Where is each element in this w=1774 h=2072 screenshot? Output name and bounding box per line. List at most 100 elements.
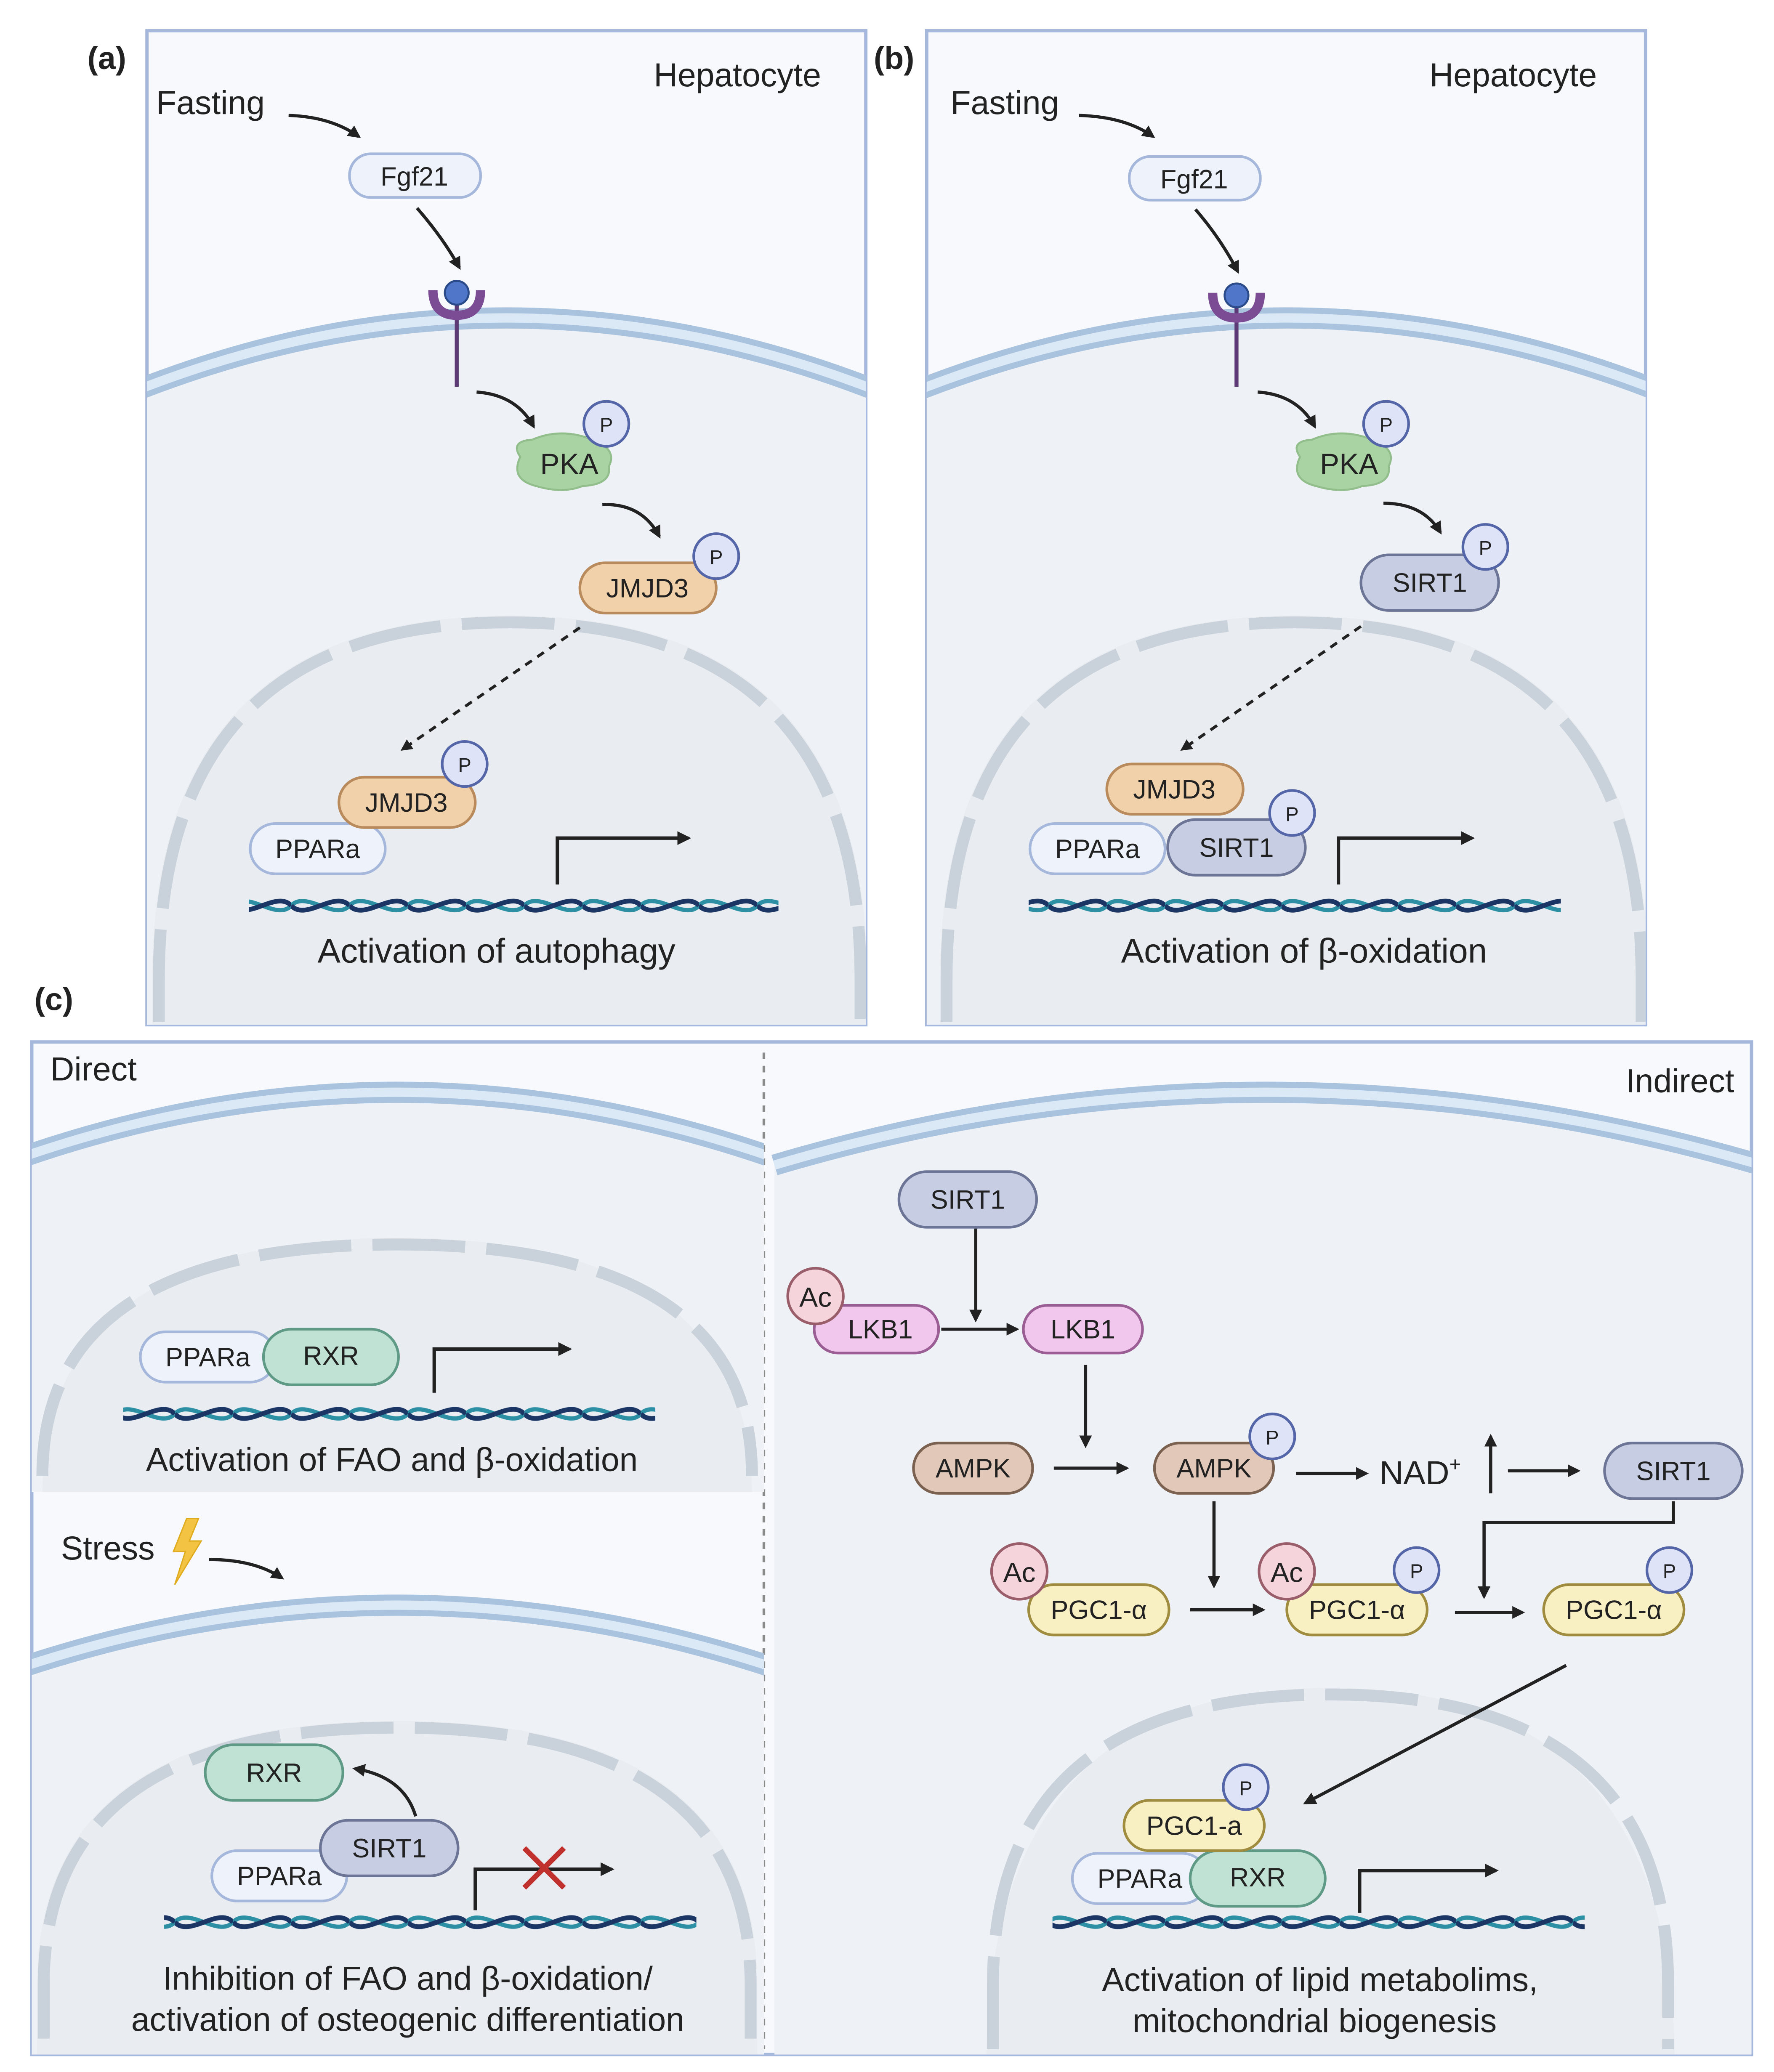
sirt1-right-node: SIRT1 xyxy=(1603,1442,1744,1500)
panel-a: (a) Hepatocyte Fasting Fgf21 PKA P xyxy=(88,29,868,1027)
phospho-icon xyxy=(1362,400,1410,448)
cell-type-label: Hepatocyte xyxy=(654,56,821,93)
stimulus-label: Fasting xyxy=(156,84,265,121)
nad-label: NAD+ xyxy=(1380,1453,1461,1491)
dna-strand xyxy=(249,882,779,914)
nucleus xyxy=(37,1721,758,2055)
phospho-icon xyxy=(1461,523,1509,571)
stimulus-label: Fasting xyxy=(950,84,1059,121)
phospho-icon xyxy=(1268,789,1316,837)
svg-text:Ac: Ac xyxy=(1003,1557,1036,1588)
lightning-icon xyxy=(172,1517,202,1585)
svg-text:AMPK: AMPK xyxy=(1176,1454,1251,1483)
receptor-to-pka-arrow xyxy=(476,390,535,429)
pgc-translocation-arrow xyxy=(1303,1664,1567,1805)
ligand-arrow xyxy=(1194,208,1239,274)
svg-text:AMPK: AMPK xyxy=(936,1454,1011,1483)
translocation-arrow xyxy=(1180,625,1362,751)
transcription-arrow xyxy=(1358,1863,1499,1913)
dna-strand xyxy=(123,1390,656,1422)
svg-text:JMJD3: JMJD3 xyxy=(365,788,448,818)
direct-lower-outcome-line1: Inhibition of FAO and β-oxidation/ xyxy=(163,1960,653,1997)
phospho-icon xyxy=(441,740,489,788)
outcome-label: Activation of autophagy xyxy=(318,932,676,970)
svg-text:LKB1: LKB1 xyxy=(1051,1315,1115,1344)
pgc-ac-p-node: PGC1-α Ac P xyxy=(1258,1542,1441,1636)
translocation-arrow xyxy=(400,626,581,751)
nuclear-envelope xyxy=(36,1238,758,1476)
indirect-outcome-line1: Activation of lipid metabolims, xyxy=(1102,1961,1538,1998)
phospho-icon xyxy=(1248,1412,1296,1461)
svg-text:PPARa: PPARa xyxy=(165,1343,250,1372)
outcome-label: Activation of β-oxidation xyxy=(1121,932,1487,970)
svg-text:PPARa: PPARa xyxy=(1055,834,1140,864)
svg-text:P: P xyxy=(710,546,723,568)
rxr-released-node: RXR xyxy=(204,1743,344,1802)
svg-text:PKA: PKA xyxy=(540,448,598,481)
nucleus xyxy=(986,1688,1675,2055)
ppara-node: PPARa xyxy=(1029,822,1167,875)
svg-text:LKB1: LKB1 xyxy=(848,1315,913,1344)
ampk-node: AMPK xyxy=(912,1442,1034,1495)
svg-text:Ac: Ac xyxy=(799,1281,832,1312)
release-arrow xyxy=(352,1764,418,1817)
svg-text:JMJD3: JMJD3 xyxy=(606,574,689,603)
lkb1-node: LKB1 xyxy=(1022,1304,1144,1355)
nuclear-envelope xyxy=(153,616,866,1022)
receptor-icon xyxy=(428,280,485,387)
svg-text:P: P xyxy=(1285,803,1298,825)
jmjd3-nuc-node: JMJD3 xyxy=(1105,762,1245,816)
svg-text:PGC1-α: PGC1-α xyxy=(1051,1596,1147,1625)
nuclear-envelope xyxy=(37,1721,757,2039)
pka-node: PKA P xyxy=(516,400,630,491)
sirt1-to-pgc-arrow xyxy=(1478,1501,1675,1599)
receptor-to-pka-arrow xyxy=(1257,390,1316,429)
svg-text:PGC1-α: PGC1-α xyxy=(1566,1596,1662,1625)
svg-text:P: P xyxy=(1239,1777,1252,1799)
svg-text:P: P xyxy=(458,754,471,776)
acetyl-icon xyxy=(786,1267,845,1326)
fgf21-node: Fgf21 xyxy=(348,152,482,199)
svg-text:RXR: RXR xyxy=(303,1341,359,1371)
ppara-node: PPARa xyxy=(249,822,387,875)
svg-text:SIRT1: SIRT1 xyxy=(352,1834,426,1863)
transcription-arrow xyxy=(432,1342,572,1393)
direct-title: Direct xyxy=(51,1050,137,1087)
svg-text:SIRT1: SIRT1 xyxy=(1393,568,1467,598)
svg-text:SIRT1: SIRT1 xyxy=(1199,833,1274,863)
stress-label: Stress xyxy=(61,1530,155,1567)
phospho-icon xyxy=(692,532,740,580)
pgc-ac-node: PGC1-α Ac xyxy=(990,1542,1170,1636)
receptor-icon xyxy=(1208,282,1265,387)
panel-c: (c) Direct xyxy=(30,982,1753,2056)
rxr-node: RXR xyxy=(262,1328,400,1386)
svg-text:PPARa: PPARa xyxy=(275,834,360,864)
ppara-node: PPARa xyxy=(139,1330,277,1384)
transcription-arrow xyxy=(1337,831,1475,885)
panel-c-label: (c) xyxy=(35,982,73,1017)
dna-strand xyxy=(164,1907,697,1939)
fgf21-node: Fgf21 xyxy=(1128,155,1262,202)
svg-text:P: P xyxy=(1380,414,1393,436)
nuc-ppara-node: PPARa xyxy=(1071,1852,1209,1905)
nucleus xyxy=(152,616,866,1025)
pgc-p-node: PGC1-α P xyxy=(1542,1546,1694,1636)
direct-upper-outcome: Activation of FAO and β-oxidation xyxy=(146,1441,638,1478)
svg-text:RXR: RXR xyxy=(246,1759,302,1788)
acetyl-icon xyxy=(1258,1542,1316,1601)
stimulus-arrow xyxy=(288,114,361,138)
ligand-arrow xyxy=(415,207,461,270)
dna-strand xyxy=(1052,1910,1585,1942)
panel-b-label: (b) xyxy=(874,40,914,76)
svg-text:RXR: RXR xyxy=(1230,1863,1286,1892)
svg-text:PGC1-α: PGC1-α xyxy=(1309,1596,1405,1625)
phospho-icon xyxy=(1222,1763,1270,1811)
pka-node: PKA P xyxy=(1295,400,1410,491)
jmjd3-nuc-node: JMJD3 P xyxy=(338,740,489,829)
ampk-p-node: AMPK P xyxy=(1153,1412,1296,1495)
stress-arrow xyxy=(209,1558,285,1580)
sirt1-nuc-node: SIRT1 P xyxy=(1166,789,1316,877)
svg-text:P: P xyxy=(600,414,613,436)
svg-text:P: P xyxy=(1663,1560,1676,1582)
